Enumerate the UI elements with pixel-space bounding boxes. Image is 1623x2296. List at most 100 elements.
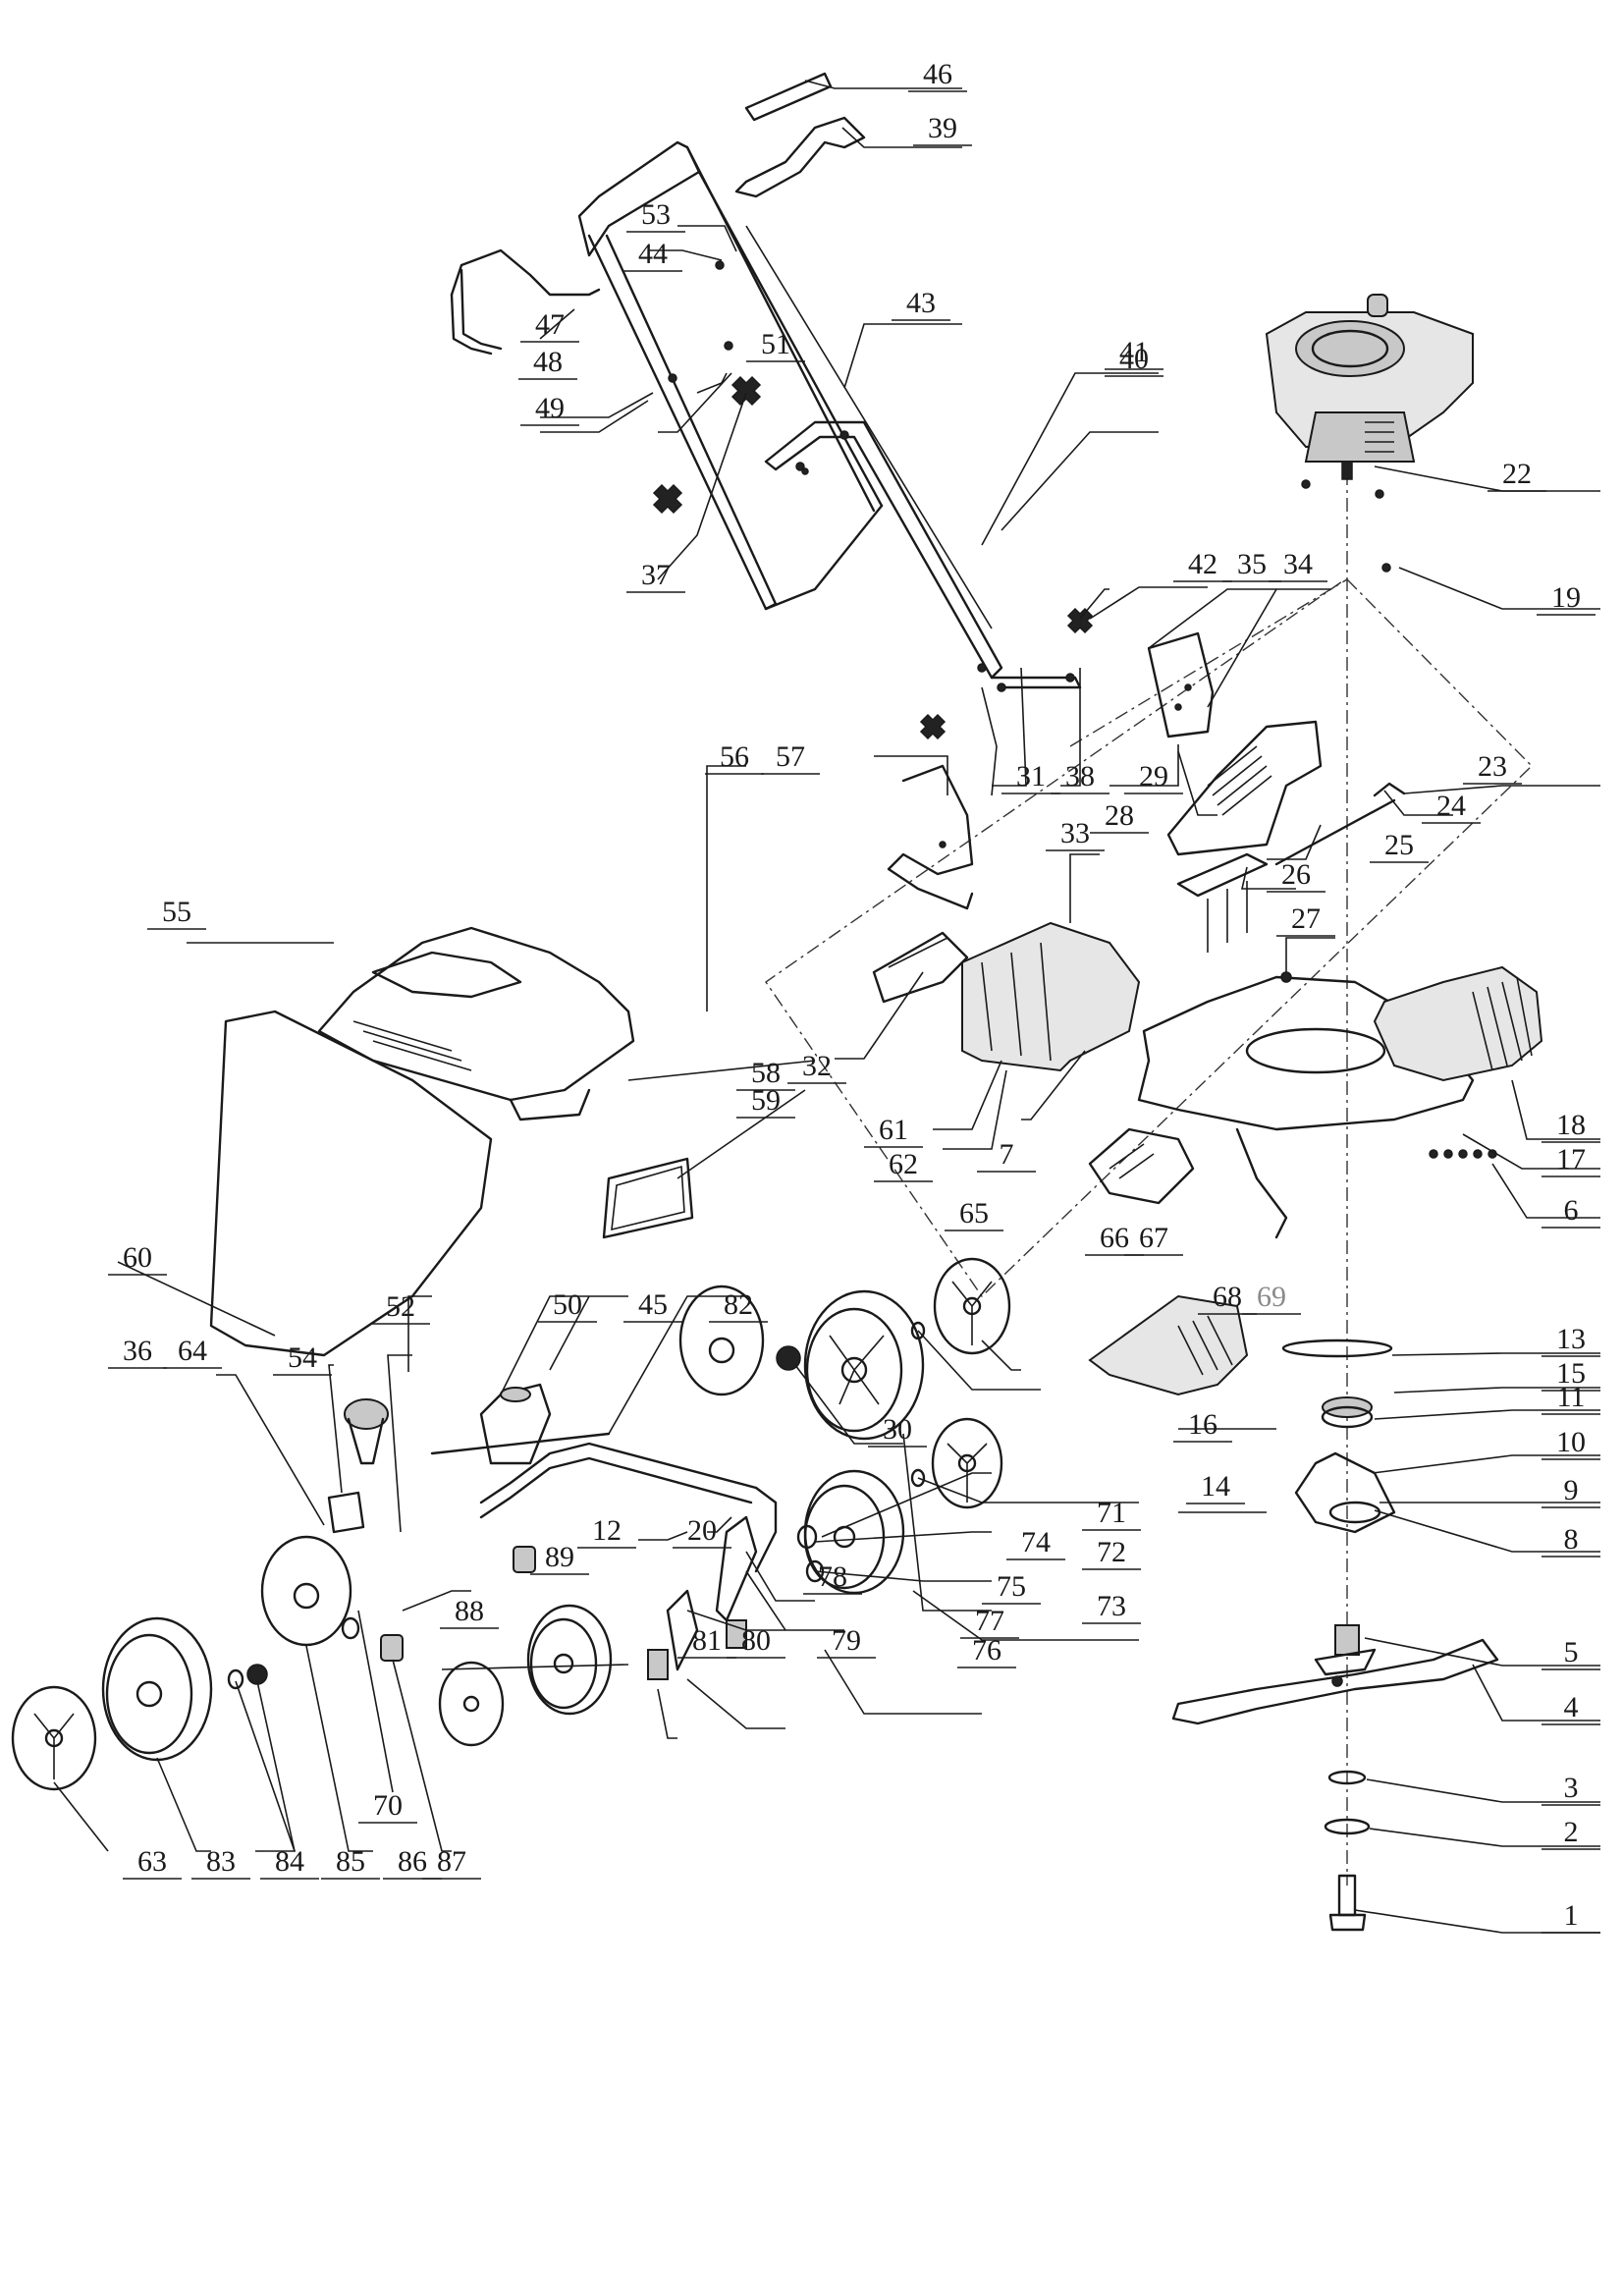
height-adjust-knob (327, 1398, 389, 1534)
callout-label-67: 67 (1139, 1222, 1168, 1254)
callout-label-15: 15 (1556, 1357, 1586, 1390)
callout-label-52: 52 (386, 1290, 415, 1323)
callout-label-6: 6 (1564, 1194, 1579, 1227)
handle-bracket-left (887, 764, 974, 910)
gearbox (430, 1383, 611, 1465)
front-right-hubcap (933, 1257, 1011, 1355)
callout-label-31: 31 (1016, 760, 1046, 793)
callout-label-78: 78 (818, 1560, 847, 1593)
callout-label-24: 24 (1436, 790, 1466, 822)
callout-label-72: 72 (1097, 1536, 1126, 1568)
callout-label-36: 36 (123, 1335, 152, 1367)
callout-label-65: 65 (959, 1197, 989, 1230)
callout-label-37: 37 (641, 559, 671, 591)
callout-label-49: 49 (535, 392, 565, 424)
callout-label-41: 41 (1119, 336, 1149, 368)
callout-label-17: 17 (1556, 1143, 1586, 1175)
assembly-outline-handle (1069, 578, 1348, 747)
star-knobs (652, 375, 1094, 740)
callout-label-34: 34 (1283, 548, 1313, 580)
callout-label-83: 83 (206, 1845, 236, 1878)
front-left-wheel (526, 1604, 613, 1716)
height-plate (1176, 852, 1269, 953)
callout-label-88: 88 (455, 1595, 484, 1627)
drive-belt (1281, 1339, 1393, 1358)
washers (1324, 1770, 1371, 1835)
callout-label-62: 62 (889, 1148, 918, 1180)
rear-right-hubcap (931, 1417, 1003, 1509)
engine (1265, 294, 1474, 499)
callout-label-47: 47 (535, 308, 565, 341)
rear-left-wheel (101, 1616, 213, 1762)
callout-label-27: 27 (1291, 902, 1321, 935)
callout-label-87: 87 (437, 1845, 466, 1878)
callout-label-77: 77 (975, 1605, 1004, 1637)
callout-label-75: 75 (997, 1570, 1026, 1603)
callout-label-7: 7 (1000, 1138, 1014, 1171)
brake-lever (450, 248, 601, 355)
callout-label-8: 8 (1564, 1523, 1579, 1556)
callout-label-76: 76 (972, 1634, 1001, 1667)
rear-guard (1373, 965, 1543, 1159)
callout-label-19: 19 (1551, 581, 1581, 614)
callout-label-46: 46 (923, 58, 952, 90)
callout-label-59: 59 (751, 1084, 781, 1117)
callout-label-22: 22 (1502, 458, 1532, 490)
upper-handle (577, 140, 884, 611)
catcher-frame (602, 1157, 694, 1239)
callout-label-50: 50 (553, 1288, 582, 1321)
callout-label-42: 42 (1188, 548, 1217, 580)
callout-label-73: 73 (1097, 1590, 1126, 1622)
callout-label-89: 89 (545, 1541, 574, 1573)
callout-label-23: 23 (1478, 750, 1507, 783)
side-discharge-chute (1088, 1294, 1249, 1396)
callout-label-68: 68 (1213, 1281, 1242, 1313)
height-spring-rod (1274, 782, 1406, 866)
cable (745, 225, 993, 629)
callout-label-9: 9 (1564, 1474, 1579, 1506)
callout-label-25: 25 (1384, 829, 1414, 861)
lower-handle (764, 420, 1082, 689)
callout-label-80: 80 (741, 1624, 771, 1657)
callout-label-54: 54 (288, 1341, 317, 1374)
callout-label-2: 2 (1564, 1816, 1579, 1848)
callout-label-60: 60 (123, 1241, 152, 1274)
small-fasteners (668, 260, 1391, 692)
callout-label-63: 63 (137, 1845, 167, 1878)
callout-label-66: 66 (1100, 1222, 1129, 1254)
callout-label-69: 69 (1257, 1281, 1286, 1313)
rear-left-hubcap (11, 1685, 97, 1791)
callout-label-48: 48 (533, 346, 563, 378)
callout-label-1: 1 (1564, 1899, 1579, 1932)
callout-label-11: 11 (1557, 1381, 1586, 1413)
callout-label-32: 32 (802, 1050, 832, 1082)
callout-label-81: 81 (692, 1624, 722, 1657)
callout-label-12: 12 (592, 1514, 622, 1547)
callout-label-26: 26 (1281, 858, 1311, 891)
drive-lever (734, 116, 866, 198)
callout-label-28: 28 (1105, 799, 1134, 832)
callout-label-86: 86 (398, 1845, 427, 1878)
callout-label-33: 33 (1060, 817, 1090, 849)
callout-label-16: 16 (1188, 1408, 1217, 1441)
mulch-plug (872, 931, 969, 1004)
callout-labels: 1234567891011121314151617181920222324252… (108, 58, 1600, 1934)
rear-axle (479, 1442, 778, 1573)
callout-label-85: 85 (336, 1845, 365, 1878)
callout-label-39: 39 (928, 112, 957, 144)
callout-label-61: 61 (879, 1114, 908, 1146)
cutting-blade (1171, 1638, 1499, 1725)
callout-label-56: 56 (720, 740, 749, 773)
blade-adapter-fan (1294, 1451, 1396, 1534)
callout-label-58: 58 (751, 1057, 781, 1089)
mower-deck (1137, 971, 1475, 1239)
callout-label-4: 4 (1564, 1691, 1579, 1723)
handle-grip-tube (744, 72, 833, 122)
callout-label-70: 70 (373, 1789, 403, 1822)
callout-label-29: 29 (1139, 760, 1168, 793)
front-left-hubcap (438, 1661, 505, 1747)
callout-label-45: 45 (638, 1288, 668, 1321)
callout-label-71: 71 (1097, 1497, 1126, 1529)
pinion-gears (246, 1345, 801, 1685)
